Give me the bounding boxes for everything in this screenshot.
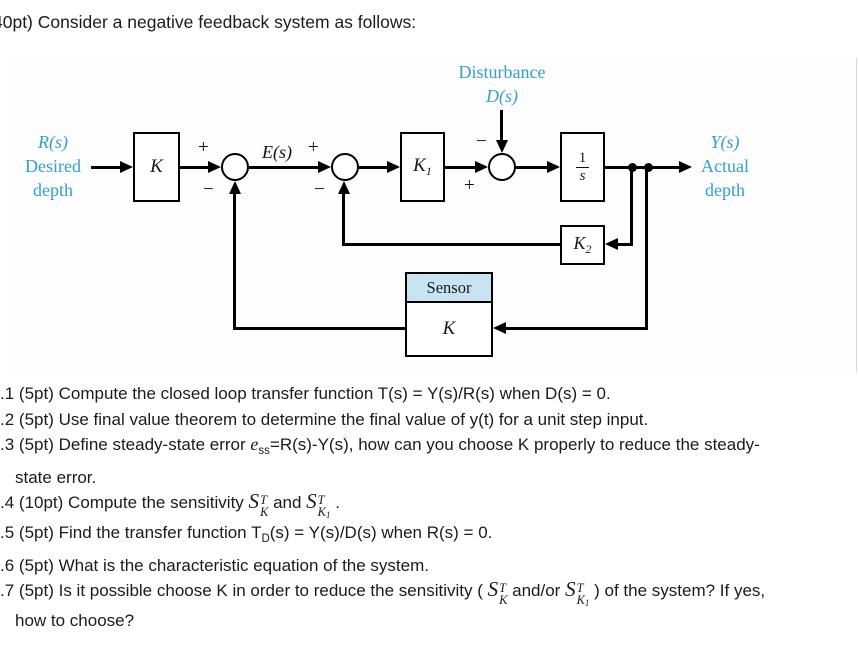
wire-disturbance (500, 110, 503, 142)
arrowhead-into-sum3 (475, 161, 488, 173)
sum1-plus-sign: + (198, 137, 209, 158)
summing-junction-1 (221, 153, 249, 181)
arrowhead-into-integrator (547, 161, 560, 173)
input-desc-1: Desired (25, 156, 81, 176)
wire-k2-out (344, 243, 560, 246)
d-signal: D(s) (486, 86, 518, 106)
question-points: (5pt) (14, 523, 59, 542)
math-subscripted-var: ess (250, 434, 270, 457)
sum3-minus-sign: − (476, 131, 487, 152)
wire-sum1-to-sum2 (249, 166, 320, 169)
output-signal-label: Y(s) Actual depth (680, 130, 770, 202)
gain-block-k: K (133, 132, 180, 202)
math-subscripted-var: TD (251, 523, 270, 545)
question-number: .3 (0, 435, 15, 454)
wire-into-sensor (505, 327, 648, 330)
question-points: (5pt) (14, 435, 59, 454)
wire-sum2-to-k1 (359, 166, 389, 169)
gain-k-label: K (150, 156, 163, 177)
error-signal-label: E(s) (262, 142, 292, 162)
wire-branch1-down (630, 167, 633, 246)
arrowhead-disturbance-down (496, 140, 508, 153)
sensor-block: Sensor K (405, 272, 493, 357)
arrowhead-into-k1 (387, 161, 400, 173)
wire-sensor-out (235, 327, 405, 330)
input-desc-2: depth (33, 180, 73, 200)
block-diagram-figure: R(s) Desired depth Disturbance D(s) Y(s)… (8, 58, 857, 372)
gain-k1-label: K1 (413, 155, 432, 178)
question-points: (5pt) (14, 581, 59, 600)
arrowhead-into-sum2 (318, 161, 331, 173)
sum3-plus-sign: + (464, 175, 475, 196)
wire-k-to-sum1 (180, 166, 210, 169)
sum2-plus-sign: + (308, 137, 319, 158)
input-signal-label: R(s) Desired depth (8, 130, 98, 202)
gain-block-k1: K1 (400, 132, 445, 202)
question-number: .4 (0, 493, 15, 512)
disturbance-label: Disturbance D(s) (442, 60, 562, 108)
sensor-gain-label: K (442, 318, 456, 339)
questions: .1 (5pt) Compute the closed loop transfe… (0, 381, 859, 634)
y-signal: Y(s) (710, 132, 740, 152)
arrowhead-into-sum1-bottom (229, 181, 241, 194)
problem-title: 40pt) Consider a negative feedback syste… (0, 12, 417, 32)
arrowhead-into-sum1 (208, 161, 221, 173)
question-points: (5pt) (14, 555, 59, 575)
question-number: .5 (0, 523, 15, 542)
question-points: (5pt) (14, 409, 59, 429)
arrowhead-output (679, 161, 692, 173)
question: .7 (5pt) Is it possible choose K in orde… (0, 577, 766, 631)
disturbance-name: Disturbance (458, 62, 546, 82)
integrator-block: 1 s (560, 132, 605, 202)
question: .5 (5pt) Find the transfer function TD(s… (0, 523, 493, 545)
arrowhead-into-k2 (605, 238, 618, 250)
question-points: (5pt) (14, 384, 59, 403)
wire-k2-up-to-sum2 (342, 192, 345, 246)
integrator-label: 1 s (575, 150, 590, 184)
question-number: .2 (0, 409, 15, 429)
sensor-block-title: Sensor (407, 274, 491, 303)
r-signal: R(s) (38, 132, 68, 152)
output-desc-1: Actual (701, 156, 749, 176)
gain-k2-label: K2 (573, 233, 592, 256)
sum1-minus-sign: − (203, 179, 214, 200)
question-number: .6 (0, 555, 15, 575)
wire-output (605, 166, 680, 169)
question: .1 (5pt) Compute the closed loop transfe… (0, 384, 611, 403)
arrowhead-into-k (120, 161, 133, 173)
branch-dot-2 (644, 163, 653, 172)
wire-k1-to-sum3 (445, 166, 477, 169)
question-number: .7 (0, 581, 15, 600)
question: .2 (5pt) Use final value theorem to dete… (0, 409, 649, 429)
output-desc-2: depth (705, 180, 745, 200)
question-number: .1 (0, 384, 15, 403)
summing-junction-2 (331, 153, 359, 181)
wire-sum3-to-integrator (516, 166, 549, 169)
wire-input (91, 166, 123, 169)
sum2-minus-sign: − (314, 179, 325, 200)
wire-into-k2 (615, 243, 633, 246)
wire-branch2-down (645, 167, 648, 330)
summing-junction-3 (488, 153, 516, 181)
gain-block-k2: K2 (560, 225, 605, 265)
question-points: (10pt) (14, 493, 69, 512)
question: .3 (5pt) Define steady-state error ess=R… (0, 434, 760, 487)
question: .6 (5pt) What is the characteristic equa… (0, 555, 429, 575)
arrowhead-into-sum2-bottom (338, 181, 350, 194)
arrowhead-into-sensor (493, 322, 506, 334)
wire-sensor-up-to-sum1 (233, 192, 236, 330)
